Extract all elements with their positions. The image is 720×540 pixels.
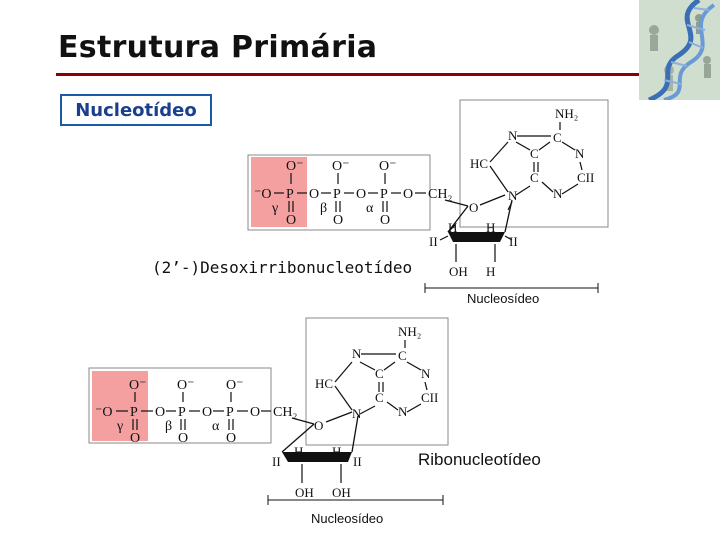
svg-text:CII: CII — [577, 170, 594, 185]
svg-text:O: O — [286, 213, 296, 228]
svg-text:O: O — [333, 213, 343, 228]
svg-text:P: P — [333, 187, 341, 202]
svg-text:O⁻: O⁻ — [129, 378, 147, 393]
svg-text:CH₂: CH₂ — [273, 405, 297, 420]
svg-text:N: N — [398, 404, 408, 419]
svg-text:P: P — [226, 405, 234, 420]
svg-text:β: β — [165, 419, 172, 434]
svg-text:N: N — [421, 366, 431, 381]
svg-text:O: O — [309, 187, 319, 202]
svg-text:O: O — [155, 405, 165, 420]
svg-text:H: H — [486, 220, 495, 235]
svg-text:II: II — [509, 234, 518, 249]
svg-text:II: II — [272, 454, 281, 469]
svg-text:C: C — [530, 146, 539, 161]
svg-text:OH: OH — [295, 485, 314, 500]
svg-text:O⁻: O⁻ — [379, 159, 397, 174]
ribo-caption: Ribonucleotídeo — [418, 450, 541, 469]
svg-text:β: β — [320, 201, 327, 216]
dna-helix-image — [639, 0, 720, 100]
svg-text:⁻O: ⁻O — [254, 187, 272, 202]
svg-text:CH₂: CH₂ — [428, 187, 452, 202]
nucleotide-badge-label: Nucleotídeo — [62, 96, 210, 124]
title-rule — [56, 73, 648, 76]
deoxy-caption: (2’-)Desoxirribonucleotídeo — [152, 258, 413, 277]
svg-text:O⁻: O⁻ — [226, 378, 244, 393]
deoxy-2prime-substituent: H — [486, 264, 495, 279]
svg-text:O: O — [314, 418, 323, 433]
svg-text:N: N — [352, 406, 362, 421]
ribo-nucleoside-label: Nucleosídeo — [311, 511, 384, 526]
svg-text:NH₂: NH₂ — [398, 324, 421, 339]
svg-text:O: O — [226, 431, 236, 446]
svg-text:OH: OH — [449, 264, 468, 279]
ribo-structure: O⁻ O⁻ O⁻ ⁻O P O P O P O CH₂ O O O γ β α — [88, 317, 449, 505]
deoxy-structure: O⁻ O⁻ O⁻ ⁻O P O P O P O CH₂ O O O γ β α — [247, 99, 609, 293]
svg-text:O: O — [202, 405, 212, 420]
svg-text:II: II — [429, 234, 438, 249]
svg-text:O: O — [380, 213, 390, 228]
svg-text:C: C — [530, 170, 539, 185]
svg-text:α: α — [366, 201, 374, 216]
svg-text:C: C — [398, 348, 407, 363]
svg-text:P: P — [380, 187, 388, 202]
svg-text:H: H — [448, 220, 457, 235]
svg-text:O: O — [178, 431, 188, 446]
svg-text:C: C — [375, 366, 384, 381]
svg-text:P: P — [178, 405, 186, 420]
svg-text:NH₂: NH₂ — [555, 106, 578, 121]
svg-text:⁻O: ⁻O — [95, 405, 113, 420]
svg-text:C: C — [375, 390, 384, 405]
svg-text:HC: HC — [315, 376, 333, 391]
svg-text:N: N — [352, 346, 362, 361]
svg-text:O: O — [250, 405, 260, 420]
svg-text:O⁻: O⁻ — [332, 159, 350, 174]
svg-text:γ: γ — [116, 419, 123, 434]
svg-text:H: H — [294, 444, 303, 459]
svg-text:N: N — [508, 188, 518, 203]
svg-text:N: N — [508, 128, 518, 143]
svg-text:α: α — [212, 419, 220, 434]
svg-text:O⁻: O⁻ — [286, 159, 304, 174]
ribo-2prime-substituent: OH — [332, 485, 351, 500]
svg-text:O: O — [403, 187, 413, 202]
svg-text:N: N — [553, 186, 563, 201]
svg-text:N: N — [575, 146, 585, 161]
svg-text:O: O — [356, 187, 366, 202]
svg-text:γ: γ — [271, 201, 278, 216]
svg-text:O: O — [130, 431, 140, 446]
svg-text:HC: HC — [470, 156, 488, 171]
slide-title: Estrutura Primária — [58, 30, 378, 65]
svg-text:P: P — [286, 187, 294, 202]
svg-text:O: O — [469, 200, 478, 215]
svg-text:C: C — [553, 130, 562, 145]
svg-text:II: II — [353, 454, 362, 469]
svg-text:P: P — [130, 405, 138, 420]
deoxy-nucleoside-label: Nucleosídeo — [467, 291, 540, 306]
nucleotide-badge: Nucleotídeo — [60, 94, 212, 126]
svg-text:H: H — [332, 444, 341, 459]
svg-text:CII: CII — [421, 390, 438, 405]
svg-text:O⁻: O⁻ — [177, 378, 195, 393]
